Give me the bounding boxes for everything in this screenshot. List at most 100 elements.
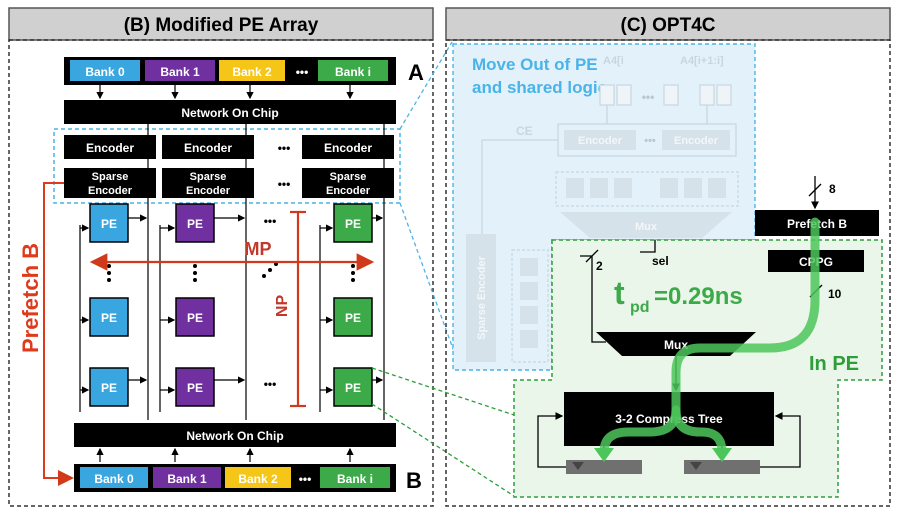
bus-2-label: 2: [596, 259, 603, 273]
faded-encoder-1: [662, 130, 730, 150]
pe-r3-ci-label: PE: [345, 381, 361, 395]
bus-2-wire: [580, 255, 606, 343]
sparse-encoder-0-l1: Sparse: [92, 171, 129, 183]
zoom-line-blue-bottom: [399, 202, 461, 369]
right-title-bar: [445, 7, 891, 41]
top-bank-1: [145, 60, 215, 81]
pe-r1-ci: [333, 203, 373, 243]
tpd-t: t: [614, 275, 625, 311]
zoom-line-green-bottom: [371, 403, 515, 497]
critical-path-b-head: [712, 448, 732, 462]
compress-tree-label: 3-2 Compress Tree: [615, 412, 723, 426]
sparse-encoder-0: [64, 168, 156, 198]
left-panel-title: (B) Modified PE Array: [124, 15, 319, 36]
bank-to-noc-arrows: [96, 85, 354, 100]
pe-r1-c1-label: PE: [101, 217, 117, 231]
faded-encoder-0: [564, 130, 636, 150]
encoder-i-label: Encoder: [324, 141, 372, 155]
faded-registers: [599, 84, 732, 106]
faded-pp-cells: [566, 178, 726, 198]
pe-r2-c1-label: PE: [101, 311, 117, 325]
a4-label: A4[i+1:i]: [680, 55, 724, 67]
encoder-1-label: Encoder: [184, 141, 232, 155]
top-bank-dots: •••: [296, 65, 309, 79]
noc-bottom: [74, 423, 396, 447]
faded-mux: [560, 212, 732, 238]
prefetch-b-path: [43, 182, 74, 486]
a4-left-label: A4[i: [603, 55, 624, 67]
faded-sparse-encoder: [466, 234, 496, 362]
left-panel-border: [8, 39, 434, 507]
right-panel-title: (C) OPT4C: [621, 15, 716, 36]
zoom-line-blue-top: [399, 41, 453, 130]
faded-sparse-encoder-label: Sparse Encoder: [476, 255, 488, 339]
pe-r1-ci-label: PE: [345, 217, 361, 231]
out-reg-0: [566, 460, 642, 474]
bottom-bank-i-label: Bank i: [337, 472, 373, 486]
bottom-bank-2-label: Bank 2: [238, 472, 278, 486]
sparse-encoder-1-l2: Encoder: [186, 185, 231, 197]
critical-path-b: [671, 405, 727, 457]
sparse-encoder-1: [162, 168, 254, 198]
bus-2-slash: [585, 249, 599, 263]
pe-r3-dots: •••: [264, 377, 277, 391]
critical-path-a: [599, 217, 820, 457]
noc-top-label: Network On Chip: [181, 106, 278, 120]
noc-bottom-label: Network On Chip: [186, 429, 283, 443]
encoder-0: [64, 135, 156, 159]
zoom-line-green-top: [371, 367, 515, 416]
matrix-b-label: B: [406, 468, 422, 493]
pe-grid: PE PE ••• PE PE PE PE PE PE ••• PE: [89, 203, 373, 407]
bottom-bank-dots: •••: [299, 472, 312, 486]
pe-r3-c1: [89, 367, 129, 407]
bottom-bank-1-label: Bank 1: [167, 472, 207, 486]
faded-reg-column: [511, 249, 549, 363]
bottom-bank-arrows: [96, 447, 354, 462]
bus-8-slash: [808, 183, 822, 197]
faded-reg-dots: •••: [642, 90, 655, 104]
left-title-bar: [8, 7, 434, 41]
sparse-encoder-0-l2: Encoder: [88, 185, 133, 197]
top-bank-1-label: Bank 1: [160, 65, 200, 79]
out-reg-1: [684, 460, 760, 474]
bottom-bank-1: [153, 467, 221, 488]
encoder-1: [162, 135, 254, 159]
top-bank-0: [70, 60, 140, 81]
top-bank-0-label: Bank 0: [85, 65, 125, 79]
top-bank-i: [318, 60, 388, 81]
right-panel: (C) OPT4C Move Out of PE and shared logi…: [445, 7, 891, 507]
pe-r3-c2: [175, 367, 215, 407]
out-reg-1-clock: [690, 462, 702, 470]
move-out-line1: Move Out of PE: [472, 55, 598, 74]
tpd-subscript: pd: [630, 299, 650, 316]
sparse-encoder-dots: •••: [278, 177, 291, 191]
bottom-bank-i: [320, 467, 390, 488]
pe-r2-ci-label: PE: [345, 311, 361, 325]
pe-r3-c1-label: PE: [101, 381, 117, 395]
bottom-bank-0: [80, 467, 148, 488]
critical-path-a-head: [594, 448, 614, 462]
faded-encoder-1-label: Encoder: [674, 135, 719, 147]
noc-top: [64, 100, 396, 124]
in-pe-label: In PE: [809, 353, 859, 375]
ce-label: CE: [516, 124, 533, 138]
sparse-encoder-i: [302, 168, 394, 198]
encoder-0-label: Encoder: [86, 141, 134, 155]
compress-tree: [564, 392, 774, 446]
pe-r1-dots: •••: [264, 214, 277, 228]
pe-r1-c1: [89, 203, 129, 243]
mp-label: MP: [245, 239, 272, 259]
pe-r1-c2: [175, 203, 215, 243]
pe-r3-ci: [333, 367, 373, 407]
pe-r2-c2: [175, 297, 215, 337]
encoder-dots: •••: [278, 141, 291, 155]
np-label: NP: [274, 295, 291, 318]
top-bank-2-label: Bank 2: [232, 65, 272, 79]
faded-reg-column-cells: [520, 258, 538, 348]
pe-r2-ci: [333, 297, 373, 337]
faded-encoder-dots: •••: [644, 135, 656, 147]
top-bank-2: [219, 60, 285, 81]
faded-encoder-0-label: Encoder: [578, 135, 623, 147]
sel-wire: [640, 240, 656, 253]
move-out-line2: and shared logic: [472, 78, 607, 97]
